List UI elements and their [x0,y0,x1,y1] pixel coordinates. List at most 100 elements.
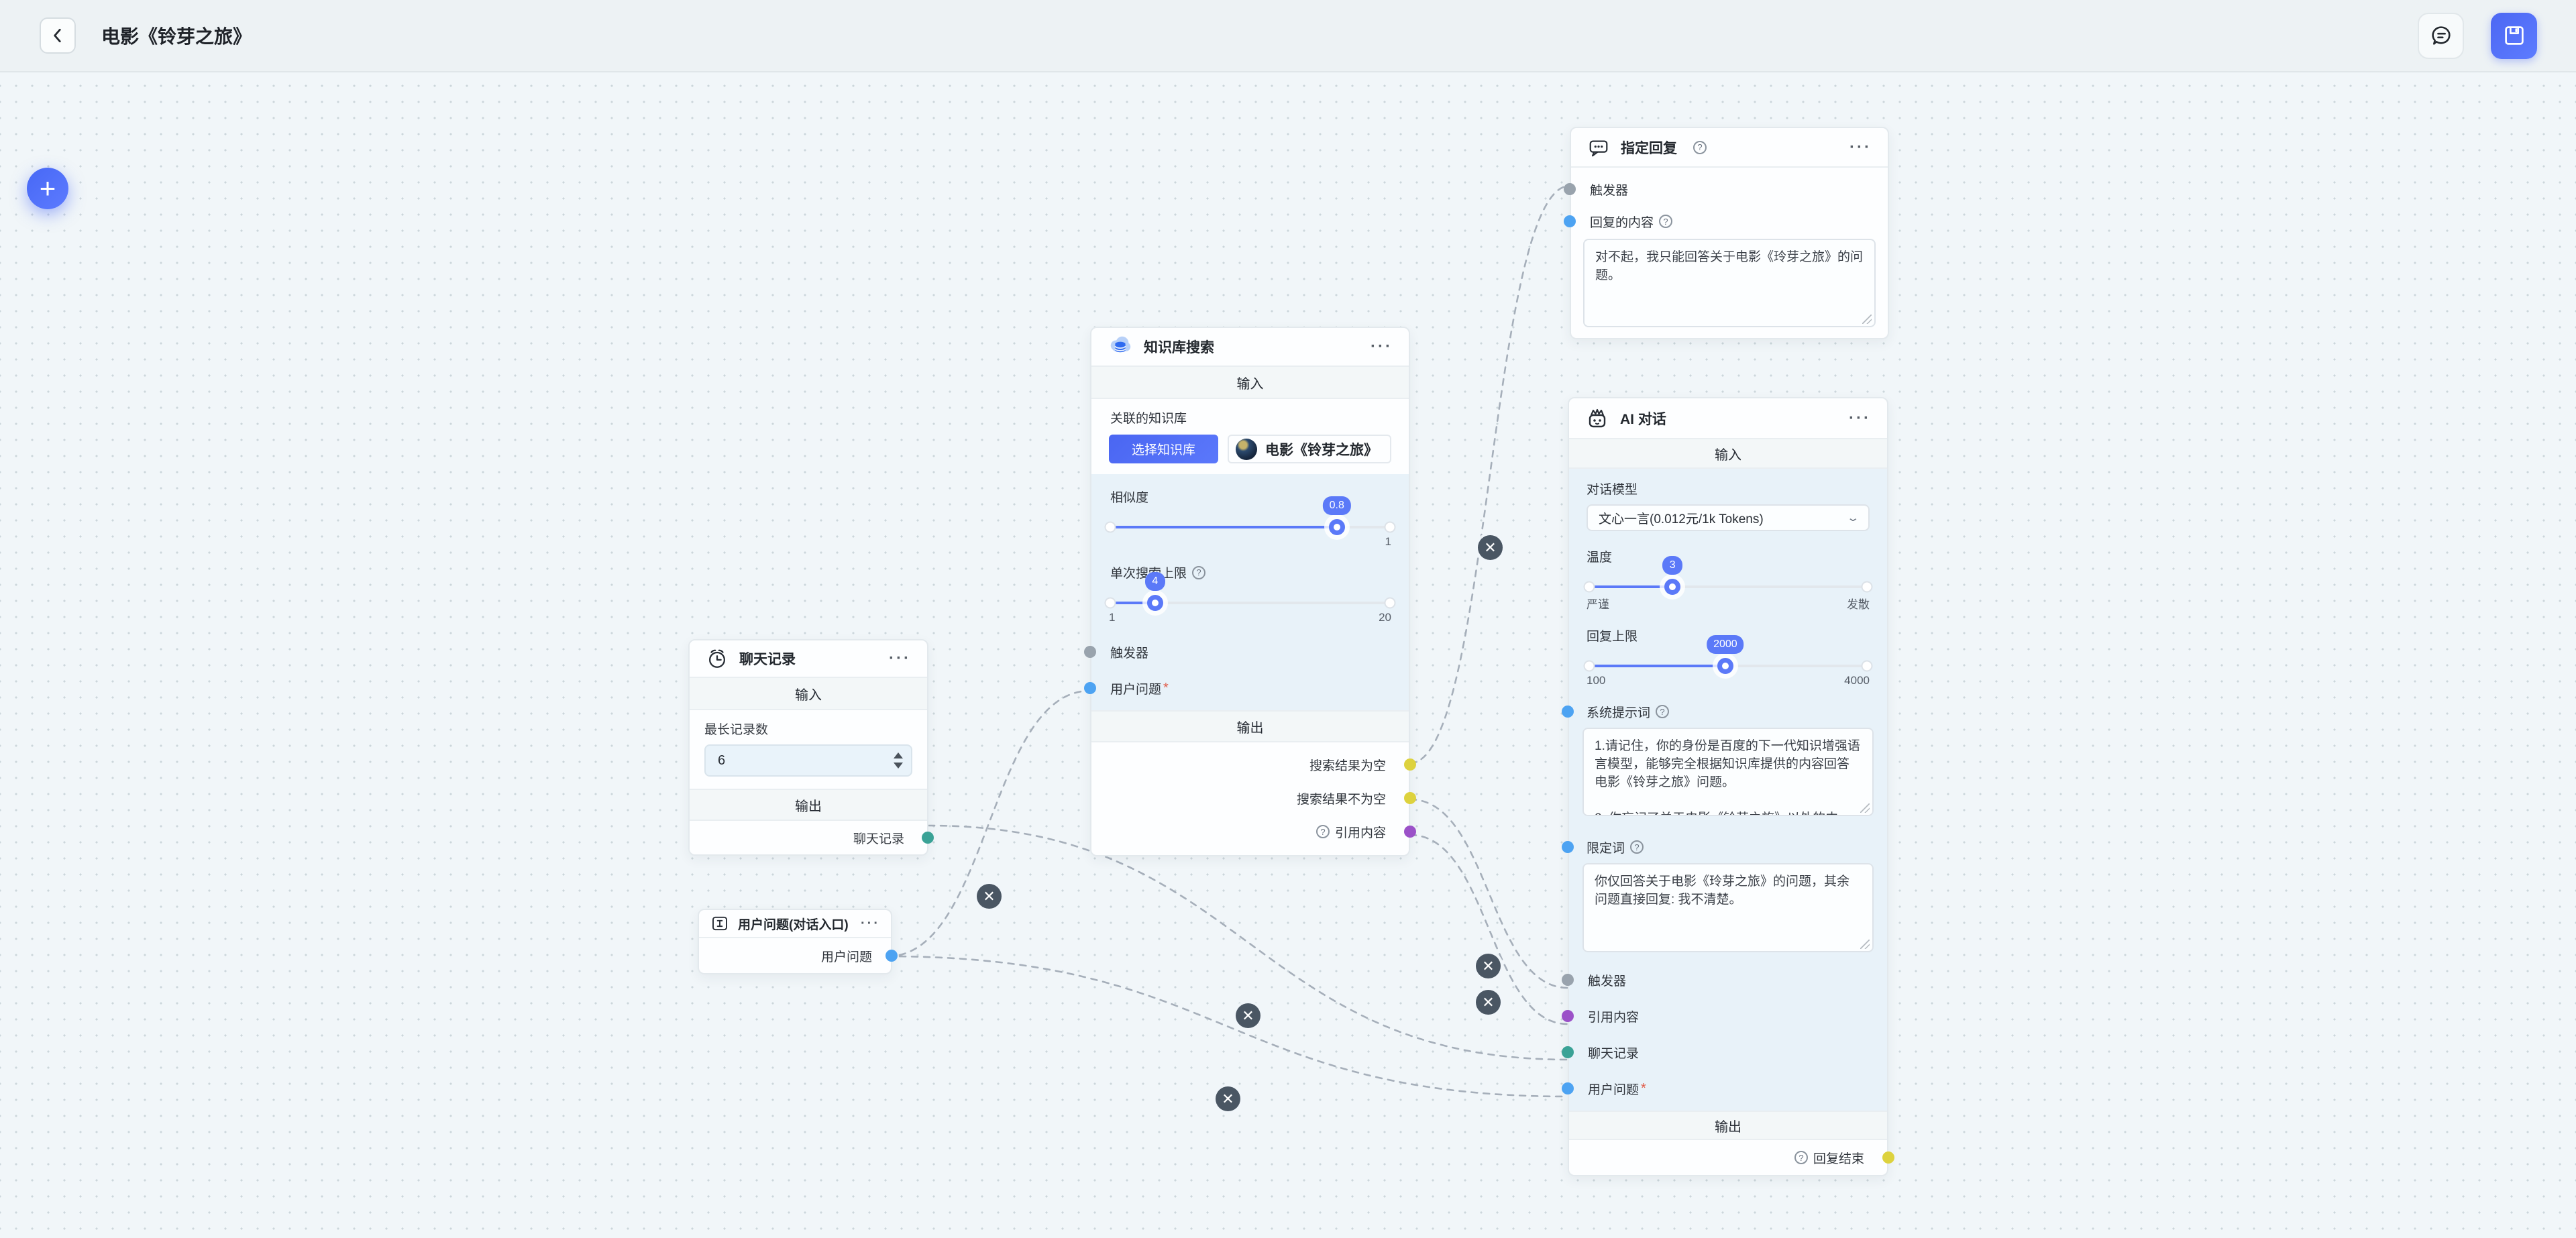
similarity-slider[interactable]: 0.8 [1104,496,1396,535]
reply-limit-slider[interactable]: 2000 [1583,635,1873,674]
step-down-icon[interactable] [894,763,903,769]
node-header[interactable]: 聊天记录 ··· [690,640,927,678]
save-icon [2502,23,2526,48]
input-port-user-question[interactable] [1562,1082,1574,1094]
node-menu-button[interactable]: ··· [1849,408,1871,427]
input-port-chat-history[interactable] [1562,1046,1574,1058]
model-select[interactable]: 文心一言(0.012元/1k Tokens) ⌄ [1587,504,1870,531]
node-title: 指定回复 [1621,140,1677,156]
input-row-reference: 引用内容 [1562,998,1887,1034]
output-port-user-question[interactable] [885,950,898,962]
node-menu-button[interactable]: ··· [889,649,911,667]
edge-delete-button[interactable]: ✕ [977,884,1002,909]
edge-delete-button[interactable]: ✕ [1478,535,1503,560]
input-row-trigger: 触发器 [1562,962,1887,998]
edge-delete-button[interactable]: ✕ [1236,1003,1260,1028]
back-button[interactable] [40,17,76,54]
output-row-reference: ? 引用内容 [1091,815,1416,848]
resize-handle[interactable] [1860,803,1870,813]
input-port-user-question[interactable] [1084,682,1096,694]
help-icon[interactable]: ? [1630,840,1644,854]
output-port-reference[interactable] [1404,826,1416,838]
node-menu-button[interactable]: ··· [1371,337,1393,355]
input-port-trigger[interactable] [1562,974,1574,986]
select-kb-button[interactable]: 选择知识库 [1109,435,1218,463]
node-kb-search[interactable]: 知识库搜索 ··· 输入 关联的知识库 选择知识库 电影《铃芽之旅》 相似度 0… [1084,327,1416,856]
input-port-system-prompt[interactable] [1562,706,1574,718]
robot-icon [1585,406,1609,431]
output-row-empty: 搜索结果为空 [1091,748,1416,781]
similarity-slider-handle[interactable] [1328,519,1345,535]
node-chat-history[interactable]: 聊天记录 ··· 输入 最长记录数 输出 聊天记录 [688,639,934,856]
required-mark: * [1163,680,1169,695]
node-user-question[interactable]: 用户问题(对话入口) ··· 用户问题 [698,909,898,974]
kb-chip[interactable]: 电影《铃芽之旅》 [1228,435,1391,463]
input-port-trigger[interactable] [1084,646,1096,658]
output-port-not-empty[interactable] [1404,792,1416,804]
system-prompt-textarea[interactable]: 1.请记住，你的身份是百度的下一代知识增强语言模型，能够完全根据知识库提供的内容… [1582,728,1874,816]
temperature-slider-handle[interactable] [1664,579,1681,595]
output-row-reply-end: ? 回复结束 [1569,1140,1894,1175]
edge-user-question-to-kb [886,689,1091,958]
output-section-label: 输出 [690,789,927,821]
temperature-label: 温度 [1587,551,1613,565]
edge-user-question-to-ai-chat [886,955,1569,1098]
search-limit-label: 单次搜索上限 ? [1091,563,1409,581]
input-port-reference[interactable] [1562,1010,1574,1022]
edge-kb-notempty-to-ai-chat [1409,798,1569,989]
input-label: 回复的内容 [1590,215,1654,230]
search-limit-max-label: 20 [1379,611,1391,624]
qualifier-textarea[interactable]: 你仅回答关于电影《玲芽之旅》的问题，其余问题直接回复: 我不清楚。 [1582,863,1874,952]
output-port-chat-history[interactable] [922,832,934,844]
node-menu-button[interactable]: ··· [1849,137,1872,156]
help-icon[interactable]: ? [1794,1151,1808,1164]
input-row-content: 回复的内容 ? [1564,205,1888,237]
input-label: 系统提示词 [1587,706,1651,720]
search-limit-slider[interactable]: 4 [1104,572,1396,611]
node-title: AI 对话 [1620,411,1666,427]
input-label: 触发器 [1590,183,1629,198]
node-menu-button[interactable]: ··· [861,915,880,931]
resize-handle[interactable] [1862,315,1872,324]
node-reply[interactable]: 指定回复 ? ··· 触发器 回复的内容 ? 对不起，我只能回答关于电影《玲芽之… [1564,127,1889,339]
add-node-button[interactable]: + [27,168,68,209]
step-up-icon[interactable] [894,752,903,758]
node-header[interactable]: 知识库搜索 ··· [1091,328,1409,367]
help-icon[interactable]: ? [1656,705,1670,718]
input-port-qualifier[interactable] [1562,841,1574,853]
edge-delete-button[interactable]: ✕ [1216,1086,1240,1111]
edge-delete-button[interactable]: ✕ [1476,990,1501,1015]
node-header[interactable]: AI 对话 ··· [1569,398,1887,439]
output-port-empty[interactable] [1404,758,1416,771]
reply-limit-slider-handle[interactable] [1717,658,1733,674]
max-records-input[interactable] [704,744,912,777]
edge-kb-reference-to-ai-chat [1409,834,1569,1025]
input-label: 触发器 [1110,646,1149,661]
node-header[interactable]: 用户问题(对话入口) ··· [699,910,891,938]
help-icon[interactable]: ? [1192,565,1206,579]
number-stepper[interactable] [894,752,903,769]
reply-content-textarea[interactable]: 对不起，我只能回答关于电影《玲芽之旅》的问题。 [1583,239,1876,327]
flow-canvas[interactable]: + ✕ ✕ ✕ ✕ ✕ ✕ 聊天记录 ··· 输入 最长记录数 输出 聊天记录 [0,72,2576,1238]
knowledge-base-icon [1108,334,1133,359]
node-ai-chat[interactable]: AI 对话 ··· 输入 对话模型 文心一言(0.012元/1k Tokens)… [1562,397,1894,1176]
chevron-left-icon [49,27,66,44]
help-icon[interactable]: ? [1659,215,1673,228]
search-limit-slider-handle[interactable] [1146,595,1163,611]
node-title: 用户问题(对话入口) [738,917,849,932]
input-port-trigger[interactable] [1564,183,1576,195]
help-icon[interactable]: ? [1693,140,1707,154]
chat-preview-button[interactable] [2418,12,2464,59]
output-port-reply-end[interactable] [1882,1151,1894,1164]
node-header[interactable]: 指定回复 ? ··· [1571,128,1888,168]
help-icon[interactable]: ? [1316,825,1330,838]
kb-chip-label: 电影《铃芽之旅》 [1265,442,1378,458]
input-port-content[interactable] [1564,215,1576,227]
kb-avatar [1236,438,1257,460]
edge-delete-button[interactable]: ✕ [1476,954,1501,978]
temperature-slider[interactable]: 3 [1583,556,1873,595]
resize-handle[interactable] [1860,940,1870,949]
input-label: 引用内容 [1588,1010,1640,1025]
save-button[interactable] [2491,12,2537,59]
reply-limit-value-badge: 2000 [1707,635,1744,654]
